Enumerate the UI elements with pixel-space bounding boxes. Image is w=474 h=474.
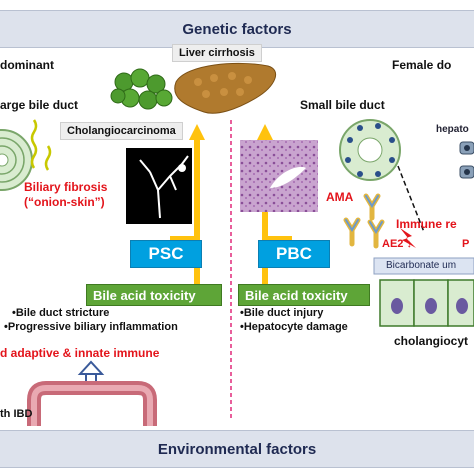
ae2-label: AE2 ↓ xyxy=(382,238,412,250)
dominant-heading: dominant xyxy=(0,58,54,72)
right-toxicity-label: Bile acid toxicity xyxy=(245,287,348,303)
bicarbonate-umbrella-band xyxy=(373,257,474,275)
psc-box: PSC xyxy=(130,240,202,268)
left-bullet-2: •Progressive biliary inflammation xyxy=(4,321,178,333)
cholangiocyte-label: cholangiocyt xyxy=(394,334,469,348)
environmental-factors-banner: Environmental factors xyxy=(0,430,474,468)
environmental-factors-label: Environmental factors xyxy=(157,440,317,458)
hepatocyte-cells xyxy=(459,141,474,179)
pbc-box: PBC xyxy=(258,240,330,268)
liver-cirrhosis-image xyxy=(174,62,277,114)
immune-response-label: Immune re xyxy=(396,217,457,231)
cirrhotic-nodules-image xyxy=(110,68,173,110)
cholangiogram-image xyxy=(126,148,192,224)
ama-label: AMA xyxy=(326,190,354,204)
histology-image xyxy=(240,140,318,212)
genetic-factors-label: Genetic factors xyxy=(182,20,292,38)
zoom-connector xyxy=(397,165,425,233)
right-bullet-1: •Bile duct injury xyxy=(240,307,324,319)
left-up-arrow xyxy=(170,124,205,287)
large-bile-duct-label: arge bile duct xyxy=(0,98,79,112)
ibd-label: th IBD xyxy=(0,408,33,420)
female-dominant-heading: Female do xyxy=(392,58,452,72)
bicarbonate-umbrella-label: Bicarbonate um xyxy=(386,260,457,271)
ibd-up-arrow xyxy=(77,360,105,385)
left-bile-acid-toxicity-box: Bile acid toxicity xyxy=(86,284,222,306)
psc-label: PSC xyxy=(148,244,184,263)
genetic-factors-banner: Genetic factors xyxy=(0,10,474,48)
small-bile-duct-label: Small bile duct xyxy=(300,98,385,112)
antibody-icons xyxy=(343,193,385,249)
fibrosis-fiber xyxy=(30,119,38,169)
colon-image xyxy=(27,381,157,426)
fibrosis-fiber xyxy=(44,145,52,171)
p-label: P xyxy=(462,238,470,250)
right-bullet-2: •Hepatocyte damage xyxy=(240,321,348,333)
cholangiocyte-layer xyxy=(379,279,474,327)
adaptive-innate-immune-label: d adaptive & innate immune xyxy=(0,346,160,360)
left-bullet-1: •Bile duct stricture xyxy=(12,307,110,319)
cholangiocarcinoma-label: Cholangiocarcinoma xyxy=(60,122,183,140)
liver-cirrhosis-label: Liver cirrhosis xyxy=(172,44,262,62)
left-toxicity-label: Bile acid toxicity xyxy=(93,287,196,303)
lightning-icon xyxy=(400,228,416,248)
onion-skin-label: (“onion-skin”) xyxy=(24,195,105,209)
right-bile-acid-toxicity-box: Bile acid toxicity xyxy=(238,284,370,306)
small-bile-duct-cross-section xyxy=(339,119,401,181)
pbc-label: PBC xyxy=(276,244,312,263)
biliary-fibrosis-label: Biliary fibrosis xyxy=(24,180,108,194)
hepatocyte-label: hepato xyxy=(436,124,469,135)
